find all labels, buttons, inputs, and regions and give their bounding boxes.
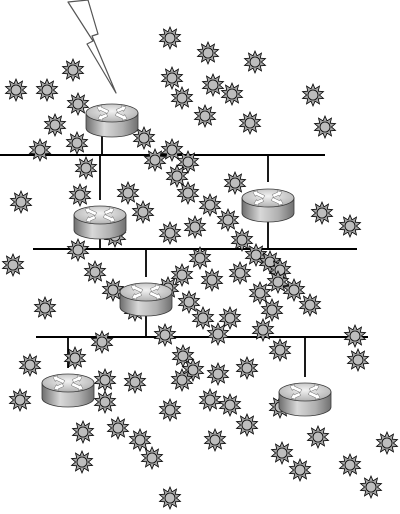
starburst-icon	[218, 305, 242, 331]
starburst-icon	[223, 170, 247, 196]
router-group	[41, 103, 332, 417]
starburst-icon	[282, 277, 306, 303]
starburst-icon	[170, 262, 194, 288]
starburst-icon	[65, 130, 89, 156]
lightning-bolt-group	[67, 0, 117, 94]
starburst-icon	[4, 77, 28, 103]
starburst-icon	[158, 397, 182, 423]
starburst-icon	[375, 430, 399, 456]
starburst-icon	[338, 452, 362, 478]
starburst-icon	[74, 155, 98, 181]
starburst-icon	[235, 412, 259, 438]
starburst-icon	[177, 289, 201, 315]
starburst-icon	[101, 277, 125, 303]
starburst-icon	[106, 415, 130, 441]
starburst-icon	[132, 125, 156, 151]
starburst-icon	[216, 207, 240, 233]
starburst-icon	[158, 220, 182, 246]
starburst-icon	[268, 337, 292, 363]
starburst-icon	[170, 85, 194, 111]
starburst-icon	[71, 419, 95, 445]
starburst-icon	[343, 323, 367, 349]
starburst-icon	[188, 245, 212, 271]
starburst-icon	[116, 180, 140, 206]
starburst-icon	[165, 163, 189, 189]
starburst-icon	[206, 321, 230, 347]
starburst-icon	[68, 182, 92, 208]
starburst-icon	[1, 252, 25, 278]
starburst-icon	[183, 214, 207, 240]
lightning-bolt-icon	[67, 0, 117, 94]
starburst-icon	[228, 260, 252, 286]
starburst-icon	[266, 269, 290, 295]
starburst-icon	[193, 103, 217, 129]
starburst-icon	[298, 292, 322, 318]
starburst-icon	[158, 25, 182, 51]
starburst-icon	[338, 213, 362, 239]
starburst-icon	[235, 355, 259, 381]
starburst-icon	[306, 424, 330, 450]
starburst-icon	[230, 227, 254, 253]
starburst-icon	[201, 72, 225, 98]
particle-cloud	[1, 25, 399, 511]
starburst-icon	[158, 485, 182, 511]
starburst-icon	[171, 343, 195, 369]
starburst-icon	[66, 237, 90, 263]
starburst-icon	[203, 427, 227, 453]
starburst-icon	[140, 445, 164, 471]
starburst-icon	[196, 40, 220, 66]
router-icon	[278, 382, 332, 417]
starburst-icon	[200, 267, 224, 293]
starburst-icon	[43, 112, 67, 138]
starburst-icon	[93, 389, 117, 415]
starburst-icon	[206, 361, 230, 387]
starburst-icon	[243, 49, 267, 75]
starburst-icon	[251, 317, 275, 343]
starburst-icon	[90, 329, 114, 355]
starburst-icon	[143, 147, 167, 173]
starburst-icon	[310, 200, 334, 226]
starburst-icon	[131, 199, 155, 225]
starburst-icon	[70, 449, 94, 475]
starburst-icon	[128, 427, 152, 453]
starburst-icon	[63, 345, 87, 371]
starburst-icon	[301, 82, 325, 108]
starburst-icon	[160, 65, 184, 91]
starburst-icon	[218, 392, 242, 418]
starburst-icon	[83, 259, 107, 285]
starburst-icon	[93, 367, 117, 393]
starburst-icon	[33, 295, 57, 321]
starburst-icon	[191, 305, 215, 331]
starburst-icon	[346, 347, 370, 373]
starburst-icon	[313, 114, 337, 140]
starburst-icon	[153, 322, 177, 348]
starburst-icon	[220, 81, 244, 107]
starburst-icon	[170, 367, 194, 393]
starburst-icon	[9, 189, 33, 215]
starburst-icon	[270, 440, 294, 466]
starburst-icon	[238, 110, 262, 136]
starburst-icon	[160, 137, 184, 163]
router-icon	[85, 103, 139, 138]
starburst-icon	[66, 91, 90, 117]
starburst-icon	[61, 57, 85, 83]
starburst-icon	[198, 387, 222, 413]
starburst-icon	[28, 137, 52, 163]
starburst-icon	[359, 474, 383, 500]
router-icon	[41, 373, 95, 408]
router-icon	[241, 188, 295, 223]
starburst-icon	[123, 369, 147, 395]
starburst-icon	[18, 352, 42, 378]
starburst-icon	[8, 387, 32, 413]
starburst-icon	[260, 297, 284, 323]
starburst-icon	[35, 77, 59, 103]
starburst-icon	[176, 180, 200, 206]
starburst-icon	[288, 457, 312, 483]
router-icon	[119, 282, 173, 317]
starburst-icon	[198, 192, 222, 218]
router-icon	[73, 205, 127, 240]
starburst-icon	[248, 280, 272, 306]
